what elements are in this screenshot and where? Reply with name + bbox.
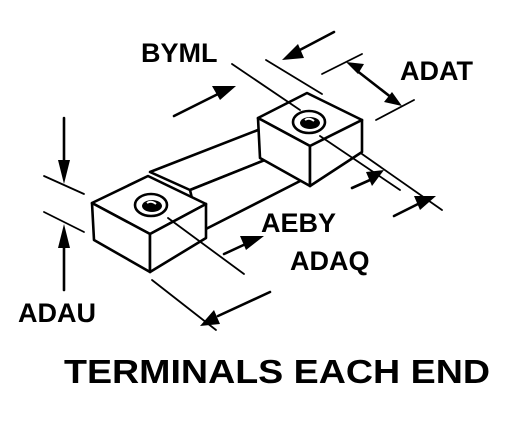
label-adau: ADAU	[18, 298, 96, 328]
left-terminal-right-face	[148, 202, 208, 274]
part-body	[90, 91, 364, 274]
label-adaq: ADAQ	[290, 246, 370, 276]
right-terminal-right-face	[308, 118, 364, 188]
caption: TERMINALS EACH END	[64, 353, 490, 390]
right-terminal-hole	[291, 109, 327, 135]
dimension-arrows	[58, 30, 436, 326]
label-aeby: AEBY	[261, 208, 336, 238]
left-terminal-hole	[133, 192, 169, 218]
label-byml: BYML	[141, 38, 218, 68]
label-adat: ADAT	[400, 56, 473, 86]
